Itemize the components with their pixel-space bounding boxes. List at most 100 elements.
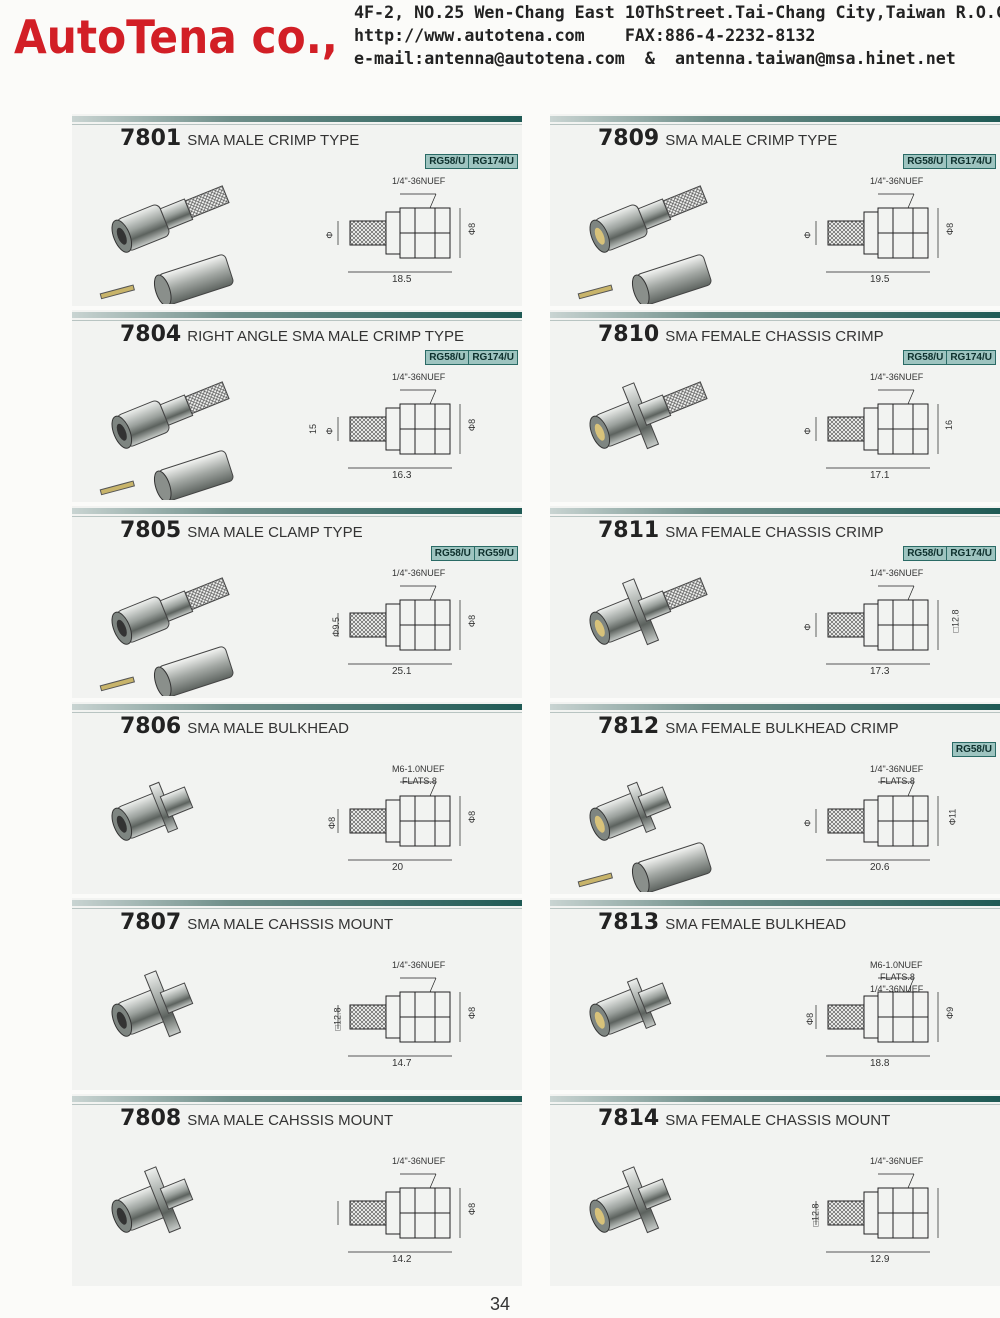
thread-label: 1/4"-36NUEF bbox=[392, 568, 446, 578]
phi-label: Φ8 bbox=[327, 816, 338, 830]
dimension-drawing bbox=[798, 1156, 998, 1276]
cable-badges: RG58/U bbox=[951, 742, 996, 757]
phi-label: Φ bbox=[802, 231, 813, 239]
connector-photo bbox=[90, 164, 290, 306]
dimension-drawing bbox=[320, 372, 520, 492]
section-rule bbox=[72, 312, 522, 318]
length-label: 20.6 bbox=[870, 862, 890, 873]
thread-label-2: FLATS.8 bbox=[402, 776, 437, 786]
cable-badge: RG174/U bbox=[946, 547, 995, 560]
connector-photo bbox=[90, 556, 290, 698]
cable-badge: RG58/U bbox=[426, 351, 469, 364]
thread-label: 1/4"-36NUEF bbox=[392, 960, 446, 970]
product-description: SMA MALE CAHSSIS MOUNT bbox=[187, 916, 394, 933]
length-label: 18.8 bbox=[870, 1058, 890, 1069]
phi-label: Φ bbox=[802, 427, 813, 435]
product-description: SMA MALE CLAMP TYPE bbox=[187, 524, 363, 541]
diameter-label: Φ8 bbox=[467, 810, 478, 824]
section-rule bbox=[550, 1096, 1000, 1102]
thread-label-2: FLATS.8 bbox=[880, 972, 915, 982]
section-rule bbox=[72, 900, 522, 906]
dimension-drawing bbox=[320, 568, 520, 688]
length-label: 14.7 bbox=[392, 1058, 412, 1069]
dimension-drawing bbox=[320, 764, 520, 884]
product-description: SMA FEMALE CHASSIS CRIMP bbox=[665, 328, 884, 345]
section-rule bbox=[72, 508, 522, 514]
phi-label: □12.8 bbox=[332, 1007, 343, 1031]
thread-label: 1/4"-36NUEF bbox=[870, 764, 924, 774]
diameter-label: Φ8 bbox=[467, 1202, 478, 1216]
thread-label: 1/4"-36NUEF bbox=[870, 568, 924, 578]
section-rule-thin bbox=[550, 908, 1000, 909]
connector-photo bbox=[90, 360, 290, 502]
connector-photo bbox=[90, 752, 290, 892]
product-number: 7804 bbox=[120, 322, 182, 347]
contact-block: 4F-2, NO.25 Wen-Chang East 10ThStreet.Ta… bbox=[354, 2, 1000, 71]
thread-label: 1/4"-36NUEF bbox=[870, 372, 924, 382]
section-rule bbox=[72, 116, 522, 122]
section-rule-thin bbox=[550, 124, 1000, 125]
section-rule-thin bbox=[550, 1104, 1000, 1105]
diameter-label: □12.8 bbox=[950, 609, 961, 633]
phi-label: □12.8 bbox=[810, 1203, 821, 1227]
phi-label: Φ bbox=[802, 819, 813, 827]
cable-badge: RG58/U bbox=[904, 547, 947, 560]
length-label: 25.1 bbox=[392, 666, 412, 677]
dimension-drawing bbox=[320, 176, 520, 296]
product-description: SMA FEMALE CHASSIS MOUNT bbox=[665, 1112, 891, 1129]
diameter-label: Φ11 bbox=[947, 808, 958, 826]
dimension-drawing bbox=[320, 960, 520, 1080]
diameter-label: Φ8 bbox=[467, 614, 478, 628]
product-description: SMA MALE BULKHEAD bbox=[187, 720, 349, 737]
cable-badge: RG174/U bbox=[946, 155, 995, 168]
cable-badge: RG58/U bbox=[904, 155, 947, 168]
thread-label: 1/4"-36NUEF bbox=[870, 176, 924, 186]
connector-photo bbox=[90, 948, 290, 1088]
phi-label: Φ bbox=[324, 231, 335, 239]
dimension-drawing bbox=[798, 176, 998, 296]
diameter-label: 16 bbox=[944, 419, 955, 431]
cable-badge: RG58/U bbox=[426, 155, 469, 168]
connector-photo bbox=[568, 556, 768, 696]
product-description: SMA FEMALE BULKHEAD bbox=[665, 916, 847, 933]
length-label: 12.9 bbox=[870, 1254, 890, 1265]
product-description: SMA FEMALE CHASSIS CRIMP bbox=[665, 524, 884, 541]
connector-photo bbox=[568, 360, 768, 500]
product-title: 7810 SMA FEMALE CHASSIS CRIMP bbox=[598, 322, 884, 347]
section-rule bbox=[550, 116, 1000, 122]
section-rule bbox=[72, 1096, 522, 1102]
product-number: 7801 bbox=[120, 126, 182, 151]
cable-badge: RG58/U bbox=[431, 547, 474, 560]
section-rule-thin bbox=[550, 516, 1000, 517]
height-label: 15 bbox=[308, 423, 319, 435]
product-number: 7806 bbox=[120, 714, 182, 739]
section-rule-thin bbox=[72, 908, 522, 909]
dimension-drawing bbox=[320, 1156, 520, 1276]
product-number: 7813 bbox=[598, 910, 660, 935]
thread-label: 1/4"-36NUEF bbox=[392, 372, 446, 382]
product-description: SMA FEMALE BULKHEAD CRIMP bbox=[665, 720, 899, 737]
cable-badge: RG58/U bbox=[904, 351, 947, 364]
product-number: 7810 bbox=[598, 322, 660, 347]
thread-label: M6-1.0NUEF bbox=[392, 764, 445, 774]
section-rule bbox=[550, 508, 1000, 514]
diameter-label: Φ8 bbox=[467, 1006, 478, 1020]
